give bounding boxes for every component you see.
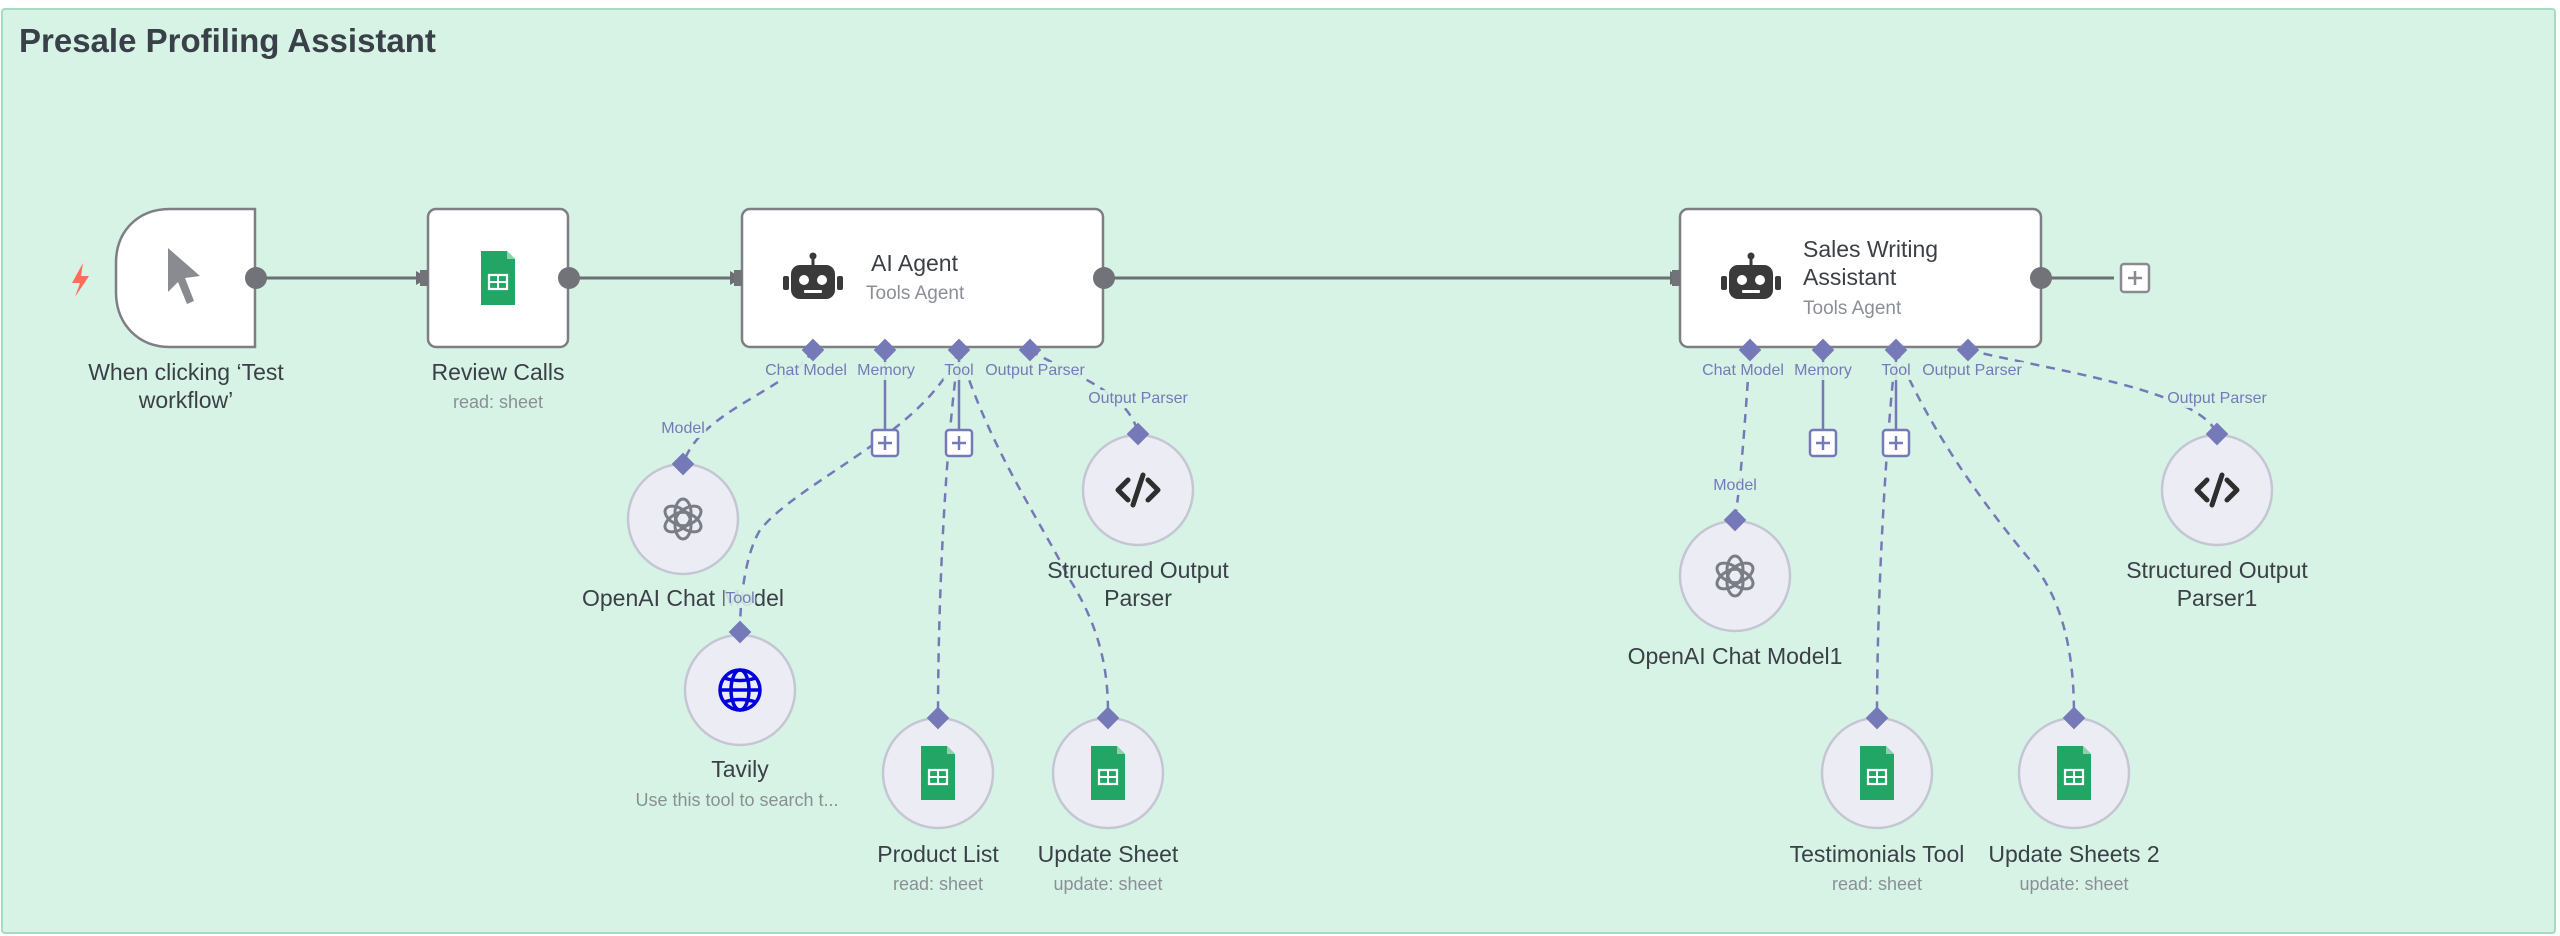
review-calls-subtitle: read: sheet bbox=[452, 392, 544, 412]
add-memory-button-2[interactable] bbox=[1808, 428, 1838, 458]
update-sheets-2-label: Update Sheets 2 bbox=[1988, 841, 2160, 867]
sales-writing-sub-ports[interactable] bbox=[1738, 338, 1980, 362]
port-label-memory-2: Memory bbox=[1793, 362, 1853, 380]
google-sheets-icon bbox=[1858, 744, 1896, 802]
google-sheets-icon bbox=[479, 249, 517, 307]
port-label-chat-model-2: Chat Model bbox=[1701, 362, 1785, 380]
add-node-button[interactable] bbox=[2119, 262, 2151, 294]
review-calls-output-port[interactable] bbox=[558, 267, 580, 289]
ai-agent-output-port[interactable] bbox=[1093, 267, 1115, 289]
globe-icon bbox=[718, 668, 762, 712]
google-sheets-icon bbox=[1089, 744, 1127, 802]
port-label-output-parser: Output Parser bbox=[984, 362, 1086, 380]
add-memory-button[interactable] bbox=[870, 428, 900, 458]
testimonials-tool-subtitle: read: sheet bbox=[1831, 874, 1923, 894]
sales-writing-input-port[interactable] bbox=[1672, 270, 1680, 286]
product-list-label: Product List bbox=[877, 841, 999, 867]
structured-output-parser-label: Structured Output Parser bbox=[1047, 557, 1229, 611]
ai-agent-title: AI Agent bbox=[871, 250, 958, 276]
edge-label-model-2: Model bbox=[1712, 477, 1758, 495]
openai-chat-model1-label: OpenAI Chat Model1 bbox=[1627, 643, 1843, 669]
update-sheets-2-subtitle: update: sheet bbox=[2019, 874, 2129, 894]
port-label-tool-2: Tool bbox=[1880, 362, 1912, 380]
trigger-bolt-icon bbox=[72, 263, 89, 297]
update-sheet-subtitle: update: sheet bbox=[1053, 874, 1163, 894]
port-label-tool: Tool bbox=[943, 362, 975, 380]
update-sheet-label: Update Sheet bbox=[1037, 841, 1179, 867]
tavily-label: Tavily bbox=[711, 756, 769, 782]
sales-writing-output-port[interactable] bbox=[2030, 267, 2052, 289]
sub-connections bbox=[681, 348, 2219, 719]
edge-label-tool: Tool bbox=[724, 590, 756, 608]
review-calls-input-port[interactable] bbox=[420, 270, 428, 286]
openai-chat-model-node[interactable] bbox=[626, 462, 740, 576]
trigger-node[interactable] bbox=[114, 207, 257, 349]
review-calls-label: Review Calls bbox=[431, 359, 565, 385]
edge-label-output-parser: Output Parser bbox=[1087, 390, 1189, 408]
trigger-output-port[interactable] bbox=[245, 267, 267, 289]
add-tool-button[interactable] bbox=[944, 428, 974, 458]
sub-node-ports[interactable] bbox=[671, 422, 2229, 730]
cursor-icon bbox=[168, 248, 200, 304]
ai-agent-input-port[interactable] bbox=[734, 270, 742, 286]
tavily-subtitle: Use this tool to search t... bbox=[635, 790, 839, 810]
port-label-output-parser-2: Output Parser bbox=[1921, 362, 2023, 380]
workflow-title: Presale Profiling Assistant bbox=[19, 22, 436, 59]
ai-agent-subtitle: Tools Agent bbox=[866, 283, 965, 304]
product-list-subtitle: read: sheet bbox=[892, 874, 984, 894]
sticky-note[interactable] bbox=[1, 8, 2556, 934]
ai-agent-sub-ports[interactable] bbox=[801, 338, 1042, 362]
testimonials-tool-label: Testimonials Tool bbox=[1789, 841, 1965, 867]
port-label-chat-model: Chat Model bbox=[764, 362, 848, 380]
edge-label-output-parser-2: Output Parser bbox=[2166, 390, 2268, 408]
google-sheets-icon bbox=[2055, 744, 2093, 802]
trigger-label: When clicking ‘Test workflow’ bbox=[88, 359, 284, 413]
edge-label-model: Model bbox=[660, 420, 706, 438]
sales-writing-subtitle: Tools Agent bbox=[1803, 298, 1902, 319]
structured-output-parser1-label: Structured Output Parser1 bbox=[2126, 557, 2308, 611]
openai-chat-model1-node[interactable] bbox=[1678, 519, 1792, 633]
google-sheets-icon bbox=[919, 744, 957, 802]
port-label-memory: Memory bbox=[856, 362, 916, 380]
sales-writing-title: Sales Writing Assistant bbox=[1803, 236, 1939, 290]
add-tool-button-2[interactable] bbox=[1881, 428, 1911, 458]
